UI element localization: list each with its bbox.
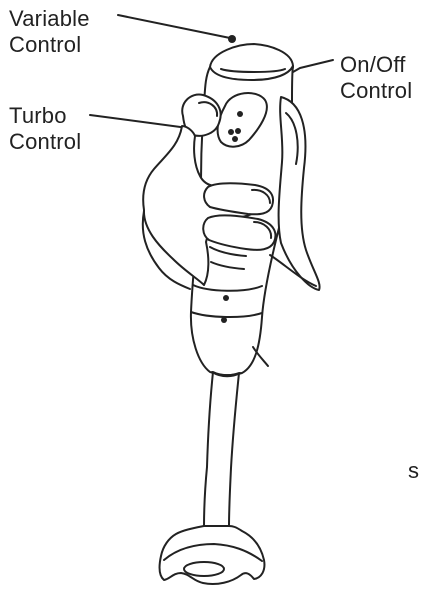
hand-back <box>279 97 320 290</box>
variable-control-leader-line <box>118 15 230 38</box>
variable-control-label-line-2: Control <box>9 32 90 58</box>
variable-control-leader-dot <box>228 35 236 43</box>
turbo-button-dot-1 <box>228 129 234 135</box>
turbo-button-dot-3 <box>232 136 238 142</box>
variable-control-label-line-1: Variable <box>9 6 90 32</box>
on-off-control-label: On/Off Control <box>340 52 412 104</box>
body-seam-dot-lower <box>221 317 227 323</box>
on-off-control-label-line-2: Control <box>340 78 412 104</box>
blender-shaft <box>204 372 239 527</box>
clipped-label-fragment: s <box>408 458 419 484</box>
turbo-control-label: Turbo Control <box>9 103 81 155</box>
body-seam-dot-upper <box>223 295 229 301</box>
turbo-control-label-line-2: Control <box>9 129 81 155</box>
turbo-button-dot-2 <box>235 128 241 134</box>
variable-control-label: Variable Control <box>9 6 90 58</box>
on-off-control-label-line-1: On/Off <box>340 52 412 78</box>
variable-control-cap <box>210 44 293 80</box>
blade-guard-slot <box>184 562 224 576</box>
on-off-button-dot <box>237 111 243 117</box>
turbo-control-label-line-1: Turbo <box>9 103 81 129</box>
